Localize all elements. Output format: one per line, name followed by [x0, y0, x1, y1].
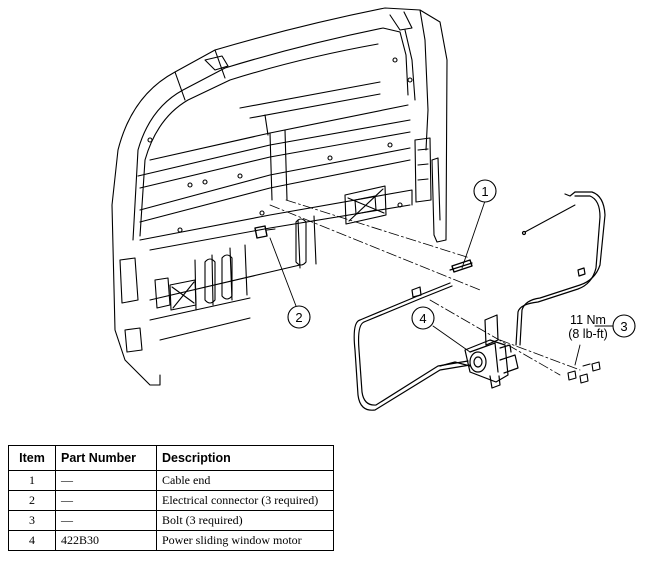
row-item: 2	[8, 490, 56, 511]
row-description: Cable end	[156, 470, 334, 491]
row-description: Power sliding window motor	[156, 530, 334, 551]
leader-lines	[269, 200, 614, 366]
row-part-number: —	[55, 510, 157, 531]
parts-table: Item Part Number Description 1 — Cable e…	[8, 445, 334, 551]
callout-4-label: 4	[419, 311, 426, 326]
callout-circles	[287, 179, 636, 338]
bolts	[567, 361, 601, 384]
table-row: 4 422B30 Power sliding window motor	[8, 530, 334, 551]
torque-value: 11 Nm	[570, 313, 606, 327]
row-description: Electrical connector (3 required)	[156, 490, 334, 511]
header-item: Item	[8, 445, 56, 471]
alignment-lines	[269, 199, 581, 376]
torque-alt-value: (8 lb-ft)	[568, 327, 608, 341]
row-part-number: 422B30	[55, 530, 157, 551]
table-row: 2 — Electrical connector (3 required)	[8, 490, 334, 511]
callout-2-label: 2	[295, 310, 302, 325]
table-header-row: Item Part Number Description	[8, 445, 334, 471]
table-row: 3 — Bolt (3 required)	[8, 510, 334, 531]
window-cable-assembly	[353, 191, 606, 411]
callout-1-label: 1	[481, 184, 488, 199]
row-item: 1	[8, 470, 56, 491]
header-part-number: Part Number	[55, 445, 157, 471]
row-part-number: —	[55, 490, 157, 511]
row-part-number: —	[55, 470, 157, 491]
callout-3	[612, 314, 636, 338]
row-item: 3	[8, 510, 56, 531]
exploded-view-diagram: 1 2 3 4 11 Nm (8 lb-ft)	[111, 7, 636, 411]
header-description: Description	[156, 445, 334, 471]
row-item: 4	[8, 530, 56, 551]
table-row: 1 — Cable end	[8, 470, 334, 491]
callout-1	[473, 179, 497, 203]
callout-4	[411, 306, 435, 330]
callout-3-label: 3	[620, 319, 627, 334]
cab-back-panel	[111, 7, 448, 386]
window-motor	[439, 314, 519, 389]
callout-2	[287, 305, 311, 329]
row-description: Bolt (3 required)	[156, 510, 334, 531]
